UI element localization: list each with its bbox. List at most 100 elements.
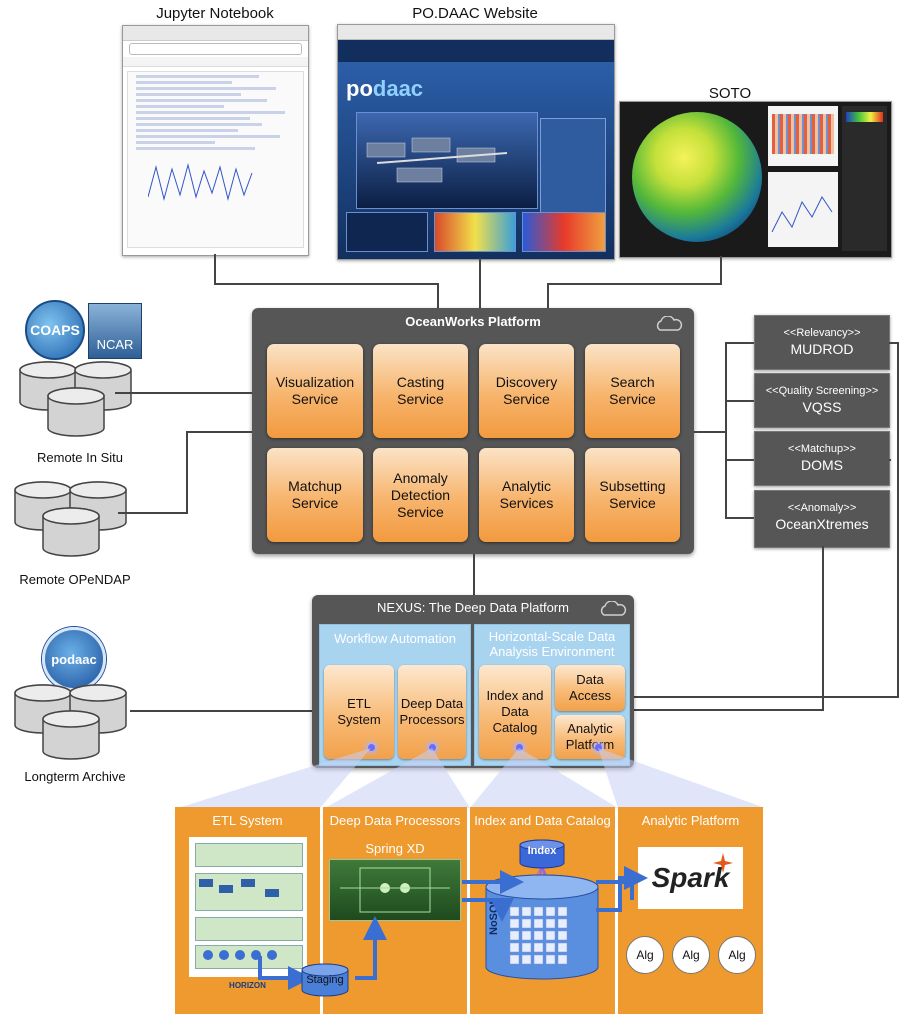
deep-data-processors-detail-box: Deep Data Processors Spring XD [323,807,467,1014]
deep-data-processors-title: Deep Data Processors [329,813,461,828]
connector-line [214,283,439,285]
longterm-archive-label: Longterm Archive [24,769,126,784]
deep-data-processors-node[interactable]: Deep Data Processors [398,665,466,759]
connector-line [725,459,754,461]
index-data-catalog-node[interactable]: Index and Data Catalog [479,665,551,759]
hsda-title: Horizontal-Scale Data Analysis Environme… [488,629,616,659]
index-data-catalog-title: Index and Data Catalog [474,813,611,828]
browser-tab-bar [338,25,614,40]
podaac-website-label: PO.DAAC Website [412,5,538,22]
ncar-logo: NCAR [88,303,142,359]
heatmap-chart [768,106,838,166]
tool-name: MUDROD [790,341,854,357]
connector-line [437,283,439,309]
podaac-header [338,40,614,62]
discovery-service[interactable]: Discovery Service [479,344,574,438]
coaps-logo: COAPS [25,300,85,360]
algorithm-node[interactable]: Alg [626,936,664,974]
etl-system-node[interactable]: ETL System [324,665,394,759]
globe-visualization [632,112,762,242]
spring-xd-label: Spring XD [365,841,425,856]
link-dot [595,744,602,751]
link-dot [429,744,436,751]
etl-system-title: ETL System [212,813,283,828]
remote-in-situ-label: Remote In Situ [37,450,123,465]
announcements-panel [540,118,606,215]
oceanworks-platform-title: OceanWorks Platform [405,314,541,329]
casting-service[interactable]: Casting Service [373,344,468,438]
state-of-the-ocean [522,212,606,252]
soto-screenshot [619,101,892,258]
connector-line [889,342,899,344]
satellite-hero-image [356,112,538,209]
visualization-service[interactable]: Visualization Service [267,344,363,438]
analytic-services[interactable]: Analytic Services [479,448,574,542]
browser-url-bar [129,43,302,55]
search-service[interactable]: Search Service [585,344,680,438]
podaac-body: podaac [338,62,614,259]
matchup-service[interactable]: Matchup Service [267,448,363,542]
image-of-the-day [434,212,516,252]
etl-system-detail-box: ETL System HORIZON [175,807,320,1014]
tool-tag: <<Relevancy>> [783,327,861,339]
soto-label: SOTO [708,85,752,102]
connector-line [720,256,722,284]
connector-line [694,431,726,433]
podaac-archive-logo: podaac [42,627,106,691]
podaac-site-logo: podaac [346,76,424,101]
connector-line [186,431,188,514]
connector-line [473,554,475,596]
tool-name: DOMS [801,457,843,473]
cloud-icon [656,316,683,331]
connector-line [822,546,824,710]
link-dot [516,744,523,751]
remote-opendap-label: Remote OPeNDAP [19,572,131,587]
podaac-website-screenshot: podaac [337,24,615,260]
tool-vqss[interactable]: <<Quality Screening>> VQSS [754,373,890,428]
notebook-toolbar [123,57,308,67]
analytic-platform-title: Analytic Platform [641,813,740,828]
remote-opendap-database-icon [14,481,127,557]
analytic-platform-node[interactable]: Analytic Platform [555,715,625,759]
data-access-node[interactable]: Data Access [555,665,625,711]
jupyter-notebook-screenshot [122,25,309,256]
connector-line [214,254,216,284]
anomaly-detection-service[interactable]: Anomaly Detection Service [373,448,468,542]
news-panel [346,212,428,252]
nexus-title: NEXUS: The Deep Data Platform [377,600,569,615]
hsda-environment-box: Horizontal-Scale Data Analysis Environme… [474,624,630,766]
connector-line [634,709,824,711]
time-series-plot [147,163,253,201]
connector-line [115,392,252,394]
oceanworks-platform-panel: OceanWorks Platform Visualization Servic… [252,308,694,554]
spark-logo: Spark [638,847,743,909]
workflow-automation-box: Workflow Automation ETL System Deep Data… [319,624,471,766]
jupyter-notebook-label: Jupyter Notebook [156,5,274,22]
subsetting-service[interactable]: Subsetting Service [585,448,680,542]
nexus-platform-panel: NEXUS: The Deep Data Platform Workflow A… [312,595,634,768]
connector-line [897,342,899,697]
connector-line [130,710,312,712]
index-db-label: Index [527,845,557,857]
spark-star-icon [713,853,733,873]
tool-doms[interactable]: <<Matchup>> DOMS [754,431,890,486]
connector-line [118,512,188,514]
horizon-diagram [189,837,307,977]
projection-beams [178,748,765,808]
line-chart [768,172,838,247]
tool-tag: <<Quality Screening>> [765,385,879,397]
connector-line [479,258,481,309]
algorithm-node[interactable]: Alg [672,936,710,974]
staging-database-icon [301,963,349,997]
tool-oceanxtremes[interactable]: <<Anomaly>> OceanXtremes [754,490,890,548]
algorithm-node[interactable]: Alg [718,936,756,974]
workflow-automation-title: Workflow Automation [334,631,456,646]
longterm-archive-database-icon [14,684,127,760]
tool-mudrod[interactable]: <<Relevancy>> MUDROD [754,315,890,370]
tool-name: OceanXtremes [775,516,869,532]
staging-label: Staging [306,974,344,986]
cloud-icon [600,601,627,616]
connector-line [725,517,754,519]
connector-line [889,459,891,461]
flow-arrows [258,866,648,990]
